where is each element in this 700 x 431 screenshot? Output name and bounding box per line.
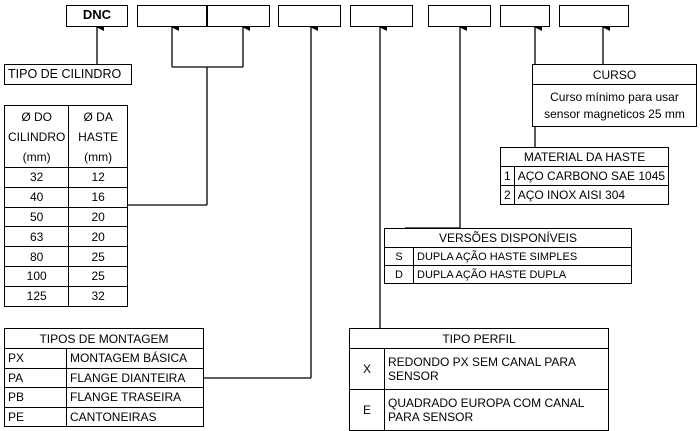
code-box-curso (559, 5, 629, 27)
montagem-title: TIPOS DE MONTAGEM (4, 328, 204, 349)
code-box-perfil (350, 5, 413, 27)
header-diametro-haste: Ø DA HASTE (mm) (68, 105, 128, 168)
header-diametro-cilindro: Ø DO CILINDRO (mm) (3, 105, 70, 168)
code-box-montagem (278, 5, 341, 27)
code-box-versao (428, 5, 491, 27)
code-box-material (500, 5, 550, 27)
perfil-title: TIPO PERFIL (349, 328, 609, 349)
code-box-dnc: DNC (66, 5, 128, 27)
code-dnc-text: DNC (82, 7, 112, 22)
code-box-diametro-cilindro (137, 5, 207, 27)
versoes-title: VERSÕES DISPONÍVEIS (384, 228, 632, 248)
code-box-diametro-haste (207, 5, 270, 27)
tipo-cilindro-title: TIPO DE CILINDRO (4, 64, 132, 85)
curso-title: CURSO (532, 64, 697, 85)
material-title: MATERIAL DA HASTE (499, 147, 670, 167)
